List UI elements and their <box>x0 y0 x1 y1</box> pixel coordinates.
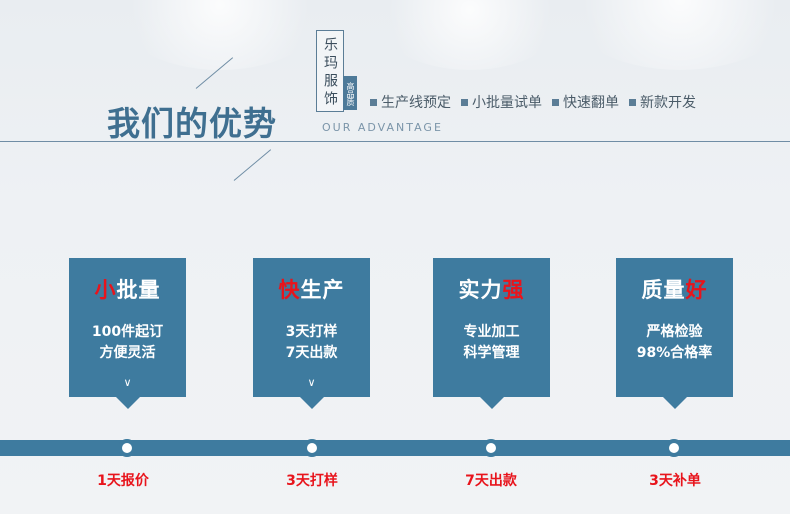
service-tag: 小批量试单 <box>461 92 542 112</box>
service-tag: 快速翻单 <box>552 92 619 112</box>
timeline-node <box>665 439 683 457</box>
milestone-label: 1天报价 <box>97 473 149 489</box>
section-title: 我们的优势 <box>107 104 277 143</box>
chevron-down-icon: ∨ <box>307 376 316 389</box>
card-line: 100件起订 <box>91 324 164 340</box>
cloud-decoration <box>560 0 790 70</box>
timeline-bar <box>0 440 790 456</box>
cloud-decoration <box>370 0 570 70</box>
square-bullet-icon <box>629 98 636 106</box>
timeline-node <box>118 439 136 457</box>
title-divider <box>0 141 790 142</box>
card-line: 科学管理 <box>463 345 520 361</box>
advantage-card-strength: 实力强 专业加工 科学管理 <box>433 258 550 409</box>
square-bullet-icon <box>461 98 468 106</box>
card-heading: 快生产 <box>278 278 345 302</box>
card-line: 专业加工 <box>463 324 520 340</box>
milestone-label: 7天出款 <box>465 473 517 489</box>
card-line: 3天打样 <box>285 324 338 340</box>
milestone-label: 3天补单 <box>649 473 701 489</box>
advantage-card-quality: 质量好 严格检验 98%合格率 <box>616 258 733 409</box>
square-bullet-icon <box>370 98 377 106</box>
square-bullet-icon <box>552 98 559 106</box>
advantage-card-fast-production: 快生产 3天打样 7天出款 ∨ <box>253 258 370 409</box>
card-line: 严格检验 <box>646 324 703 340</box>
card-heading: 质量好 <box>641 278 708 302</box>
card-line: 7天出款 <box>285 345 338 361</box>
chevron-down-icon: ∨ <box>123 376 132 389</box>
timeline-node <box>303 439 321 457</box>
brand-name: 乐玛服饰 <box>316 30 344 112</box>
brand-seal: 高品质 <box>343 76 357 110</box>
advantage-card-small-batch: 小批量 100件起订 方便灵活 ∨ <box>69 258 186 409</box>
service-tag: 生产线预定 <box>370 92 451 112</box>
card-heading: 实力强 <box>458 278 525 302</box>
service-tags: 生产线预定 小批量试单 快速翻单 新款开发 <box>370 92 696 112</box>
decorative-slash <box>233 149 272 181</box>
section-subtitle: OUR ADVANTAGE <box>322 121 443 134</box>
timeline-node <box>482 439 500 457</box>
cloud-decoration <box>110 0 330 70</box>
service-tag: 新款开发 <box>629 92 696 112</box>
card-line: 98%合格率 <box>636 345 713 361</box>
card-line: 方便灵活 <box>99 345 156 361</box>
milestone-label: 3天打样 <box>286 473 338 489</box>
card-heading: 小批量 <box>94 278 161 302</box>
